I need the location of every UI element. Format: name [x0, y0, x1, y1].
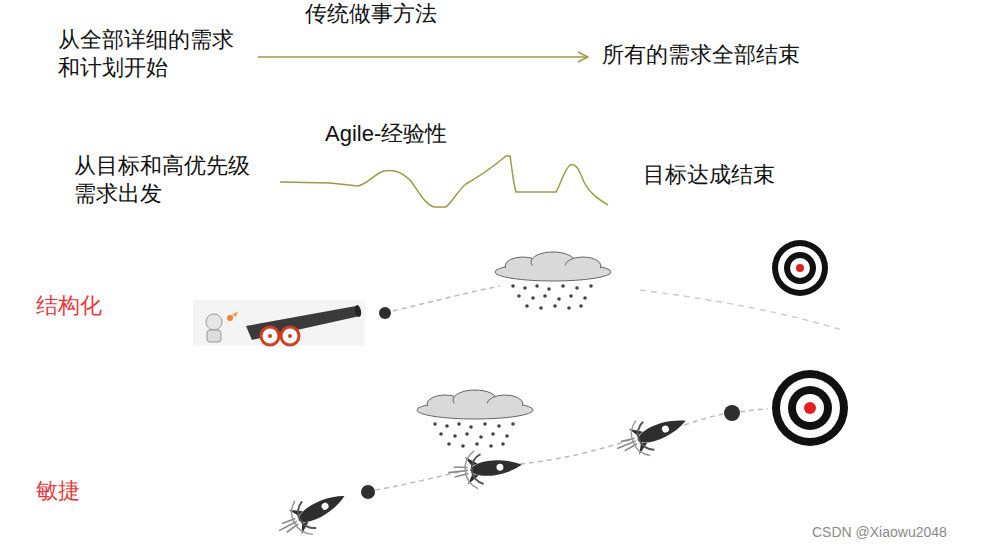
rocket: [446, 446, 524, 492]
target: [772, 240, 828, 296]
section-label: 敏捷: [36, 477, 80, 505]
agile-path: [280, 156, 608, 207]
trajectory: [640, 290, 842, 330]
heading-label: Agile-经验性: [325, 120, 447, 148]
watermark: CSDN @Xiaowu2048: [812, 518, 947, 546]
rocket: [610, 403, 693, 466]
start-label: 从目标和高优先级 需求出发: [74, 152, 279, 208]
rain-cloud: [417, 390, 533, 448]
timeline-arrow: [258, 56, 588, 58]
start-label: 从全部详细的需求 和计划开始: [58, 26, 258, 82]
cannon-ball: [379, 307, 391, 319]
section-label: 结构化: [36, 292, 102, 320]
rain-cloud: [495, 252, 611, 310]
cannon-illustration: [193, 300, 365, 346]
trajectory: [520, 440, 630, 464]
trajectory: [393, 286, 500, 311]
trajectory: [684, 414, 724, 425]
rocket: [270, 479, 353, 547]
end-label: 目标达成结束: [643, 161, 775, 189]
end-label: 所有的需求全部结束: [602, 41, 800, 69]
heading-label: 传统做事方法: [305, 0, 437, 28]
target: [772, 370, 848, 446]
trajectory: [375, 470, 468, 490]
waypoint-dot: [361, 485, 375, 499]
trajectory: [740, 409, 768, 412]
waypoint-dot: [724, 405, 740, 421]
